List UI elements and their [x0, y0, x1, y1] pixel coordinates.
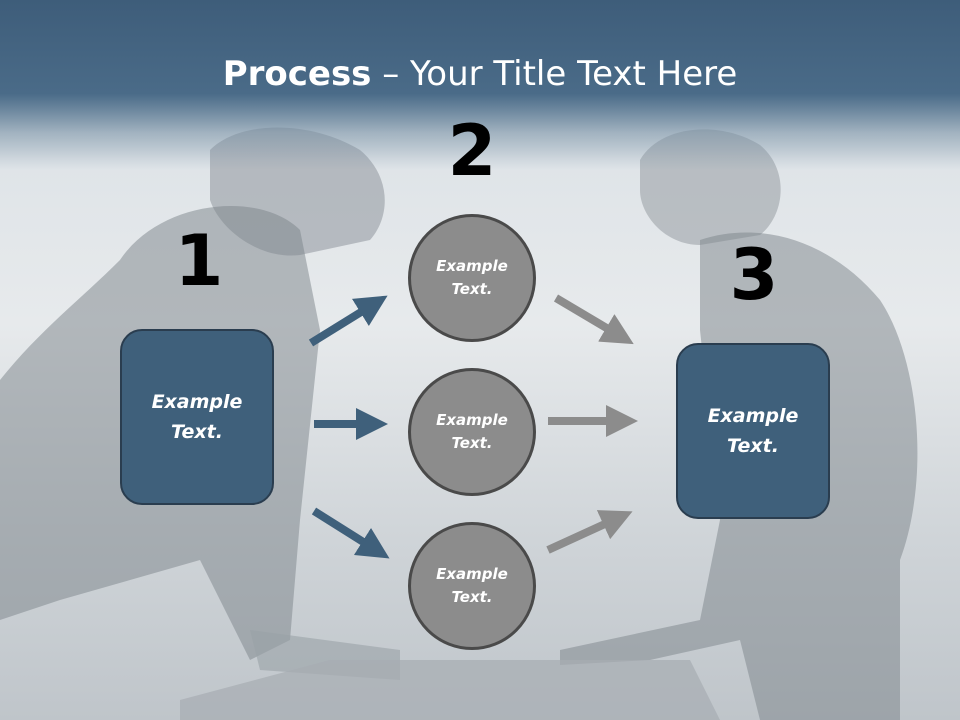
slide-title: Process – Your Title Text Here — [0, 52, 960, 96]
circle-center-line2: Text. — [451, 434, 493, 452]
title-bold: Process — [222, 54, 372, 94]
right-step-box[interactable]: Example Text. — [676, 343, 830, 519]
circle-top-line2: Text. — [451, 280, 493, 298]
step-number-1: 1 — [174, 220, 224, 302]
right-box-line2: Text. — [727, 435, 779, 457]
arrow-bottom-to-right — [546, 510, 633, 554]
left-box-line1: Example — [151, 391, 243, 413]
left-box-line2: Text. — [171, 421, 223, 443]
right-box-line1: Example — [707, 405, 799, 427]
middle-circle-top[interactable]: Example Text. — [408, 214, 536, 342]
header-band — [0, 0, 960, 170]
circle-top-line1: Example — [436, 257, 508, 275]
circle-center-line1: Example — [436, 411, 508, 429]
middle-circle-bottom[interactable]: Example Text. — [408, 522, 536, 650]
step-number-3: 3 — [729, 234, 779, 316]
arrow-left-to-bottom — [311, 507, 390, 559]
middle-circle-center[interactable]: Example Text. — [408, 368, 536, 496]
arrow-top-to-right — [553, 294, 634, 345]
circle-bottom-line1: Example — [436, 565, 508, 583]
circle-bottom-line2: Text. — [451, 588, 493, 606]
step-number-2: 2 — [447, 110, 497, 192]
title-rest: – Your Title Text Here — [371, 54, 738, 94]
left-step-box[interactable]: Example Text. — [120, 329, 274, 505]
arrow-left-to-top — [308, 295, 388, 347]
